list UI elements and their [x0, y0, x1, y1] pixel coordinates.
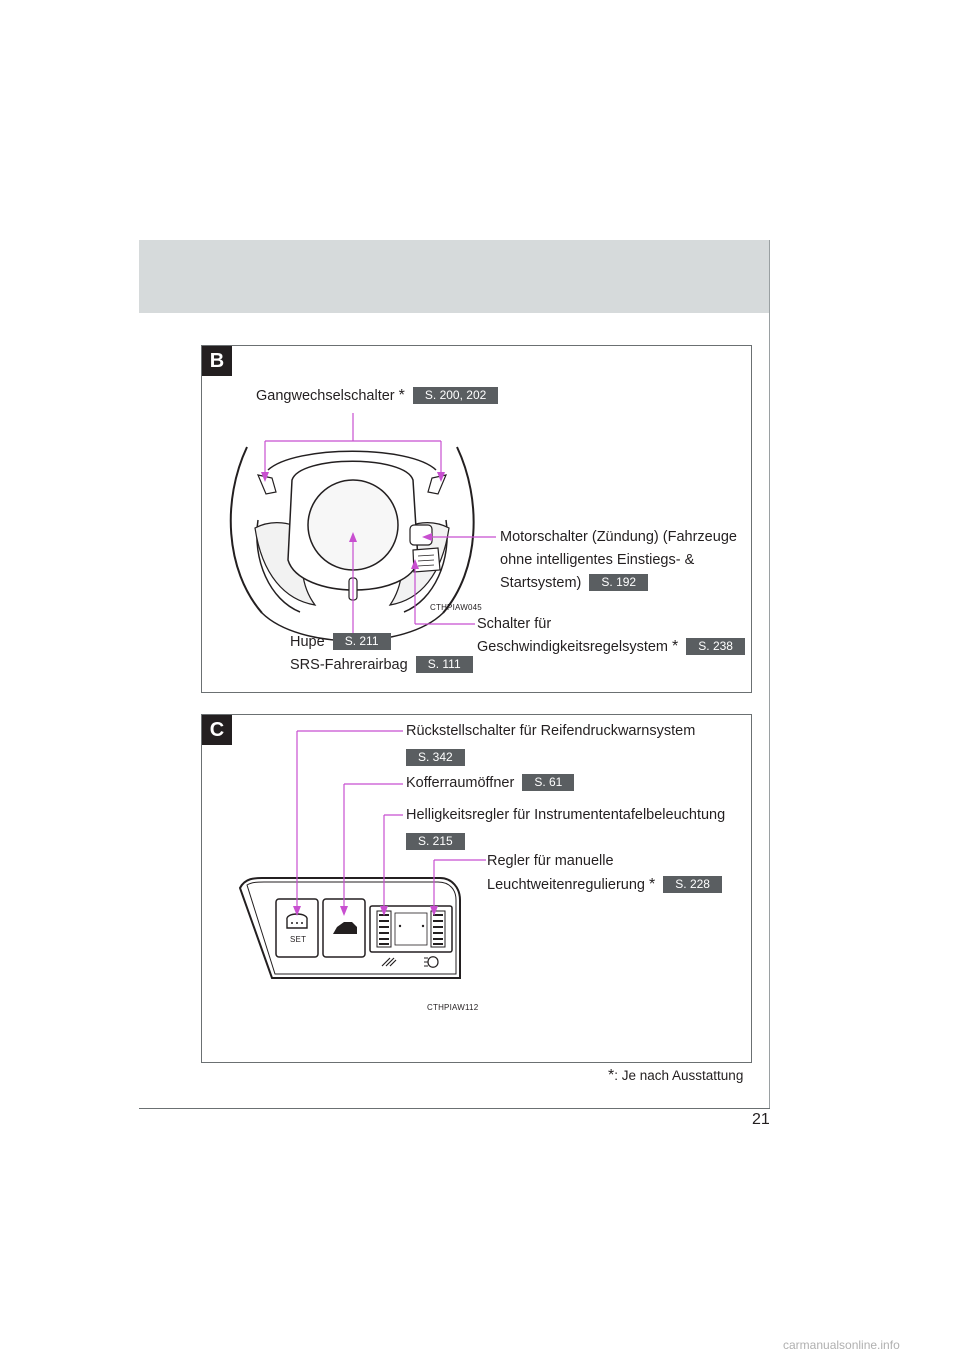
right-margin-rule [769, 313, 770, 1108]
horn-page-ref[interactable]: S. 211 [332, 633, 391, 650]
cruise-switch-label: Schalter für Geschwindigkeitsregelsystem… [477, 614, 745, 658]
leveling-page-ref[interactable]: S. 228 [663, 876, 722, 893]
dimmer-page-ref[interactable]: S. 215 [406, 833, 465, 850]
figure-code-c: CTHPIAW112 [427, 1003, 479, 1012]
airbag-text: SRS-Fahrerairbag [290, 657, 408, 673]
dimmer-text: Helligkeitsregler für Instrumententafelb… [406, 807, 726, 823]
gear-switch-text: Gangwechselschalter [256, 388, 395, 404]
trunk-text: Kofferraumöffner [406, 775, 515, 791]
tpms-page-ref[interactable]: S. 342 [406, 749, 465, 766]
page-number: 21 [752, 1111, 770, 1128]
dimmer-label: Helligkeitsregler für Instrumententafelb… [406, 805, 725, 853]
headlight-leveling-label: Regler für manuelle Leuchtweitenregulier… [487, 851, 722, 896]
gear-switch-page-ref[interactable]: S. 200, 202 [412, 387, 499, 404]
motor-line-3: Startsystem) [500, 575, 582, 591]
tpms-text: Rückstellschalter für Reifendruckwarnsys… [406, 723, 696, 739]
airbag-label: SRS-Fahrerairbag S. 111 [290, 655, 473, 676]
horn-text: Hupe [290, 634, 325, 650]
cruise-switch-page-ref[interactable]: S. 238 [686, 638, 745, 655]
star-symbol: * [398, 387, 405, 404]
gear-switch-label: Gangwechselschalter* S. 200, 202 [256, 385, 499, 407]
cruise-line-1: Schalter für [477, 616, 552, 632]
star-symbol: * [649, 876, 656, 893]
leveling-line-1: Regler für manuelle [487, 853, 614, 869]
watermark: carmanualsonline.info [783, 1338, 900, 1352]
section-b-leaders [261, 413, 496, 633]
bottom-rule [139, 1108, 770, 1109]
section-c-tag: C [202, 715, 232, 745]
horn-label: Hupe S. 211 [290, 632, 391, 653]
section-b-tag: B [202, 346, 232, 376]
footnote-text: : Je nach Ausstattung [614, 1068, 744, 1083]
star-symbol: * [608, 1067, 615, 1084]
cruise-line-2: Geschwindigkeitsregelsystem [477, 639, 668, 655]
trunk-opener-label: Kofferraumöffner S. 61 [406, 773, 575, 794]
leveling-line-2: Leuchtweitenregulierung [487, 877, 645, 893]
motor-switch-label: Motorschalter (Zündung) (Fahrzeuge ohne … [500, 527, 737, 594]
airbag-page-ref[interactable]: S. 111 [415, 656, 473, 673]
motor-line-2: ohne intelligentes Einstiegs- & [500, 552, 695, 568]
tpms-reset-label: Rückstellschalter für Reifendruckwarnsys… [406, 721, 695, 769]
star-symbol: * [672, 638, 679, 655]
set-text: SET [290, 935, 307, 944]
header-band [139, 240, 770, 313]
motor-switch-page-ref[interactable]: S. 192 [589, 574, 649, 591]
section-c-leaders [293, 730, 486, 916]
footnote: *: Je nach Ausstattung [608, 1067, 743, 1085]
figure-code-b: CTHPIAW045 [430, 603, 482, 612]
trunk-page-ref[interactable]: S. 61 [522, 774, 575, 791]
motor-line-1: Motorschalter (Zündung) (Fahrzeuge [500, 529, 737, 545]
